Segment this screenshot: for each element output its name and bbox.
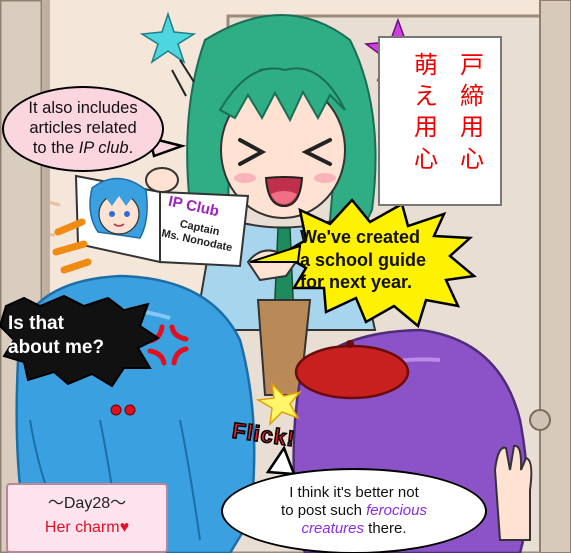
sign-column-right: 戸 締 用 心	[460, 51, 484, 173]
speech-bubble-pink: It also includes articles related to the…	[2, 86, 164, 172]
black-bubble-shape	[0, 294, 160, 388]
heart-icon: ♥	[119, 519, 130, 536]
speech-bubble-white: I think it's better not to post such fer…	[221, 468, 487, 553]
speech-bubble-yellow: We've created a school guide for next ye…	[300, 227, 427, 292]
speech-bubble-black: Is that about me?	[8, 313, 105, 358]
episode-tag: 〜Day28〜 Her charm♥	[6, 483, 168, 553]
episode-title: Her charm♥	[44, 519, 130, 536]
episode-day: 〜Day28〜	[47, 495, 127, 512]
anger-mark-icon	[147, 324, 189, 366]
notice-sign: 戸 締 用 心 萌 え 用 心	[378, 36, 502, 206]
sign-column-left: 萌 え 用 心	[414, 51, 438, 173]
